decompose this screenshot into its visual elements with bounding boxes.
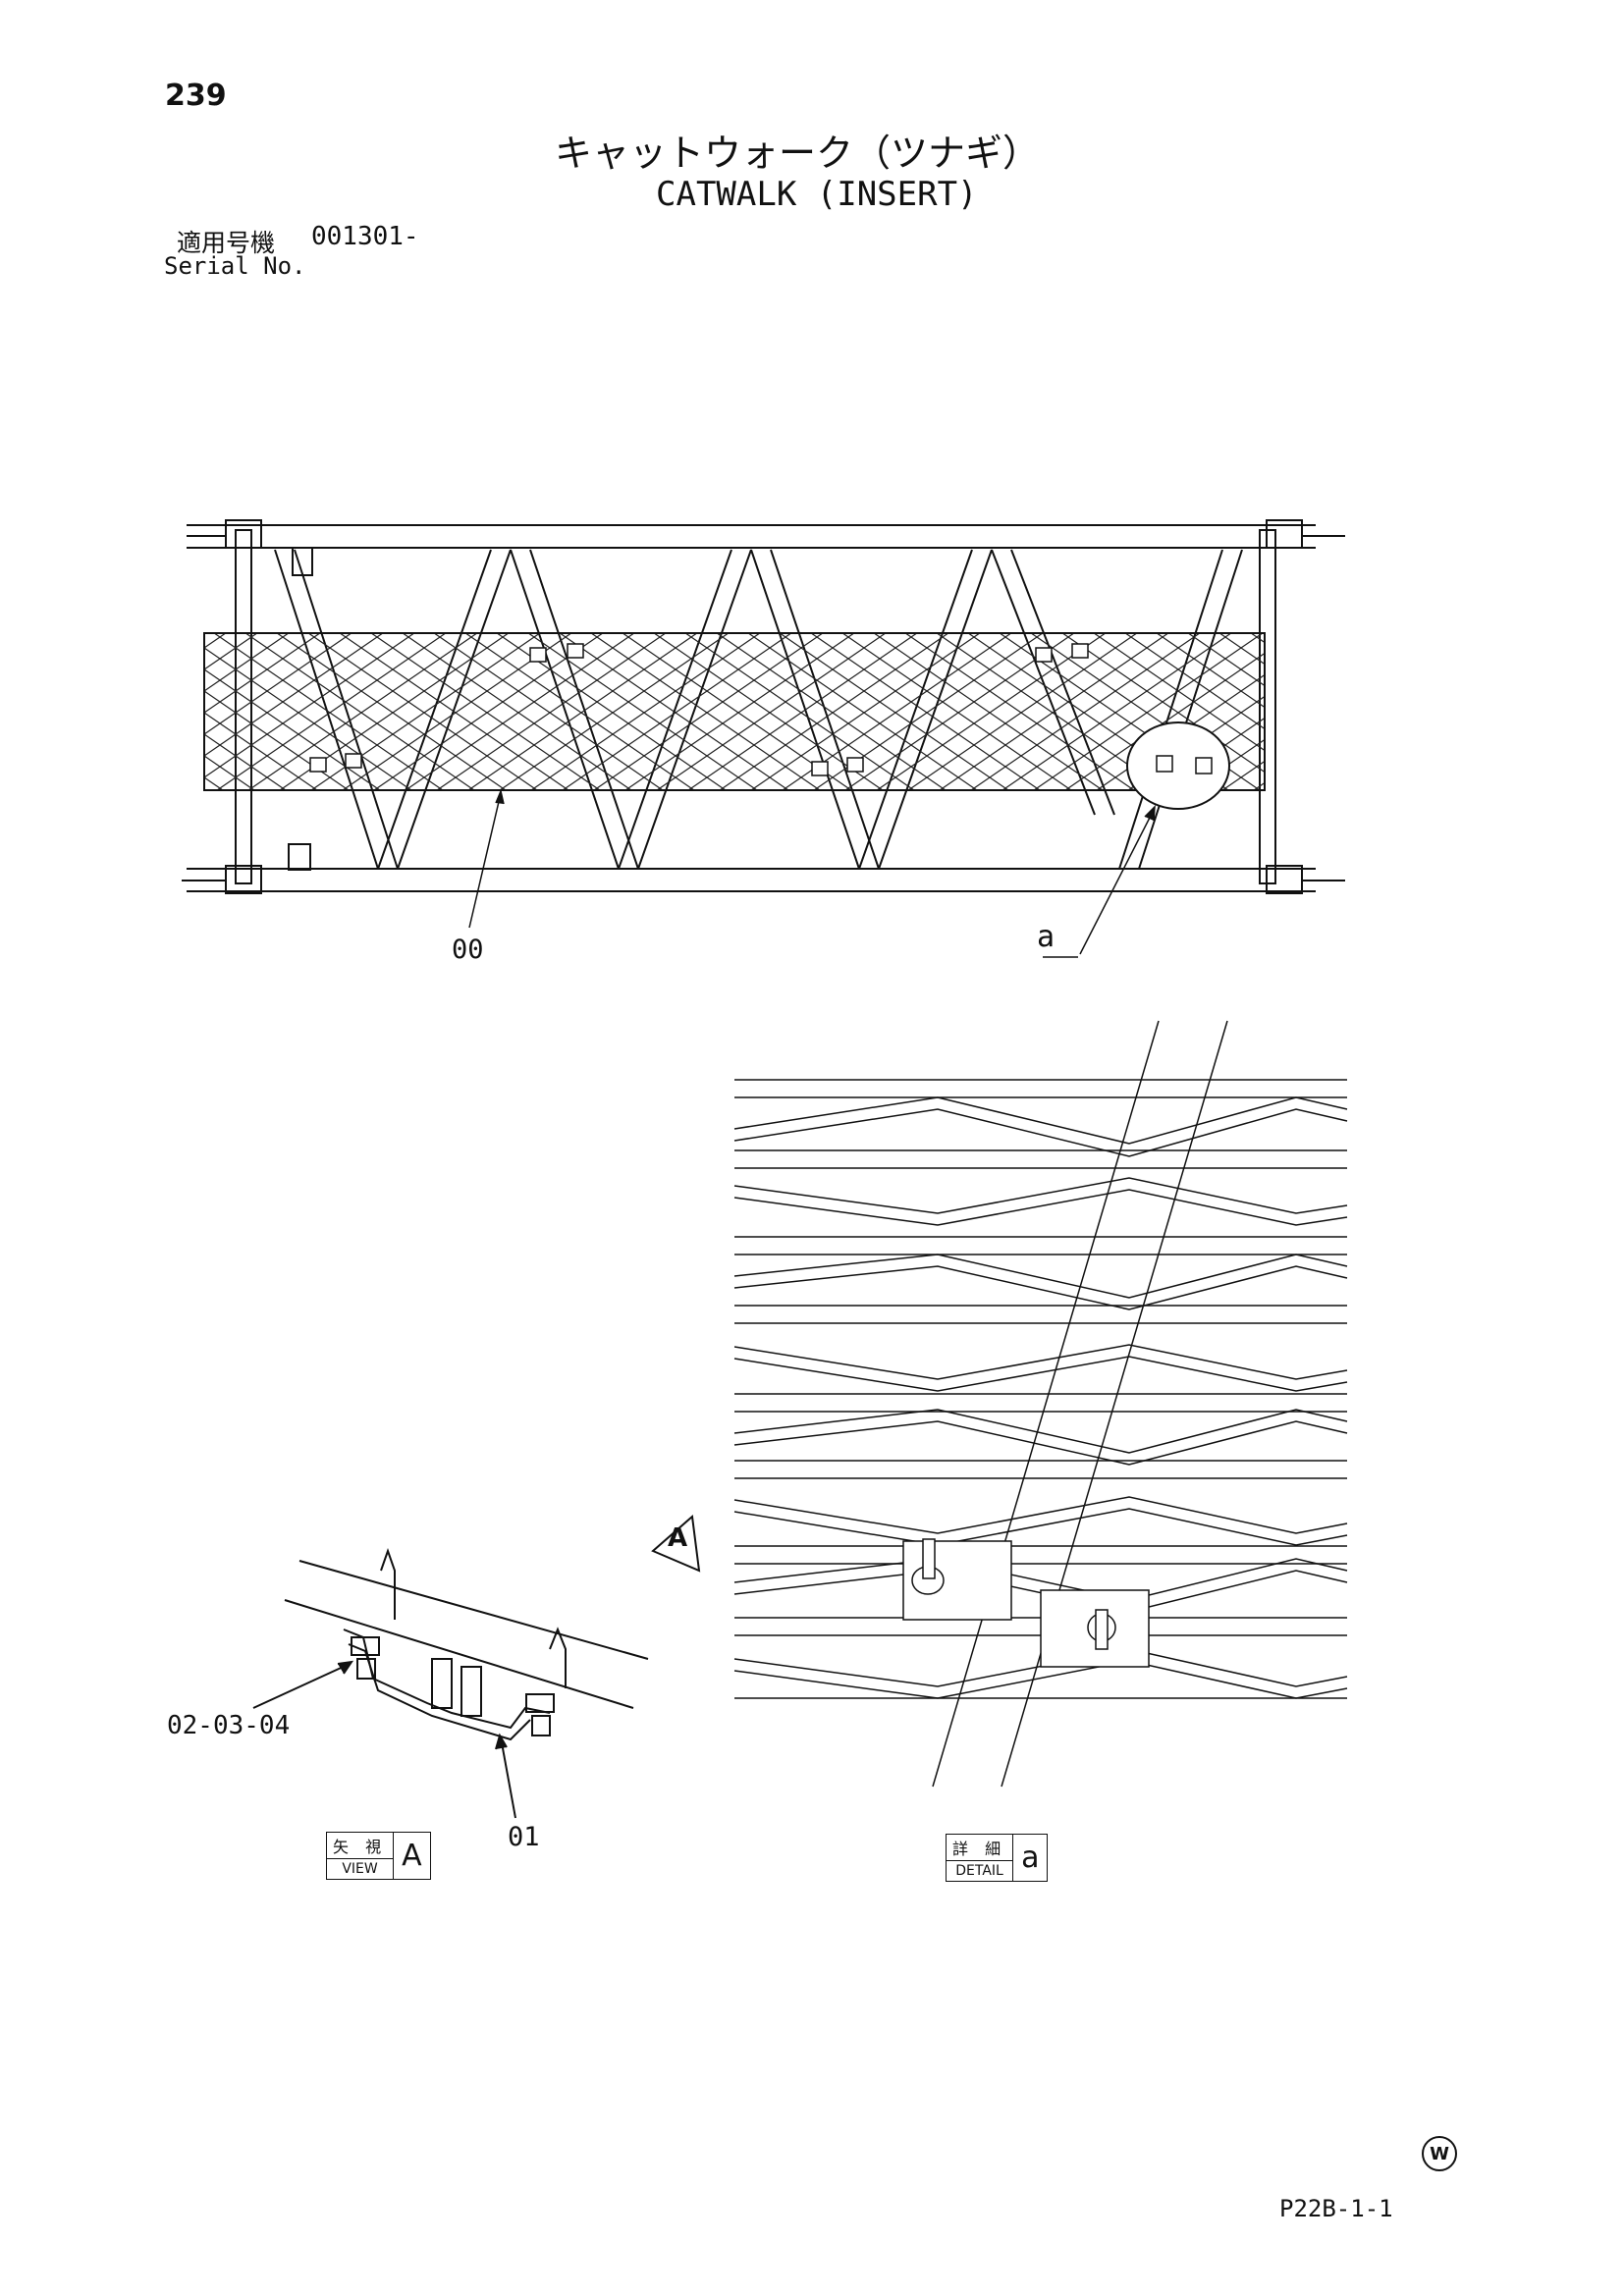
view-a-stamp: 矢 視 VIEW A <box>326 1832 431 1880</box>
page-number: 239 <box>165 79 227 113</box>
detail-stamp-en: DETAIL <box>955 1863 1003 1879</box>
view-arrow-letter: A <box>668 1523 688 1553</box>
serial-label-en: Serial No. <box>164 252 306 280</box>
serial-value: 001301- <box>311 222 419 251</box>
page-title-en: CATWALK (INSERT) <box>656 175 978 214</box>
view-a-drawing <box>252 1547 649 1819</box>
detail-stamp-letter: a <box>1021 1841 1040 1875</box>
page-code: P22B-1-1 <box>1279 2195 1393 2222</box>
corner-w-mark: W <box>1422 2136 1457 2171</box>
view-stamp-jp: 矢 視 <box>327 1833 394 1859</box>
detail-a-callout: a <box>1037 920 1056 954</box>
part-callout-00: 00 <box>452 934 484 965</box>
part-callout-02-03-04: 02-03-04 <box>167 1711 291 1740</box>
view-stamp-en: VIEW <box>342 1861 378 1877</box>
page-title-jp: キャットウォーク（ツナギ） <box>555 132 1041 175</box>
detail-a-circle <box>1126 721 1230 810</box>
view-a-arrow <box>651 1515 701 1573</box>
view-stamp-letter: A <box>402 1839 422 1873</box>
detail-a-drawing <box>733 1020 1348 1788</box>
serial-label-jp: 適用号機 <box>177 229 276 257</box>
mesh-panel <box>203 632 1266 791</box>
detail-stamp-jp: 詳 細 <box>947 1835 1013 1861</box>
part-callout-01: 01 <box>508 1822 540 1852</box>
detail-a-stamp: 詳 細 DETAIL a <box>946 1834 1049 1882</box>
